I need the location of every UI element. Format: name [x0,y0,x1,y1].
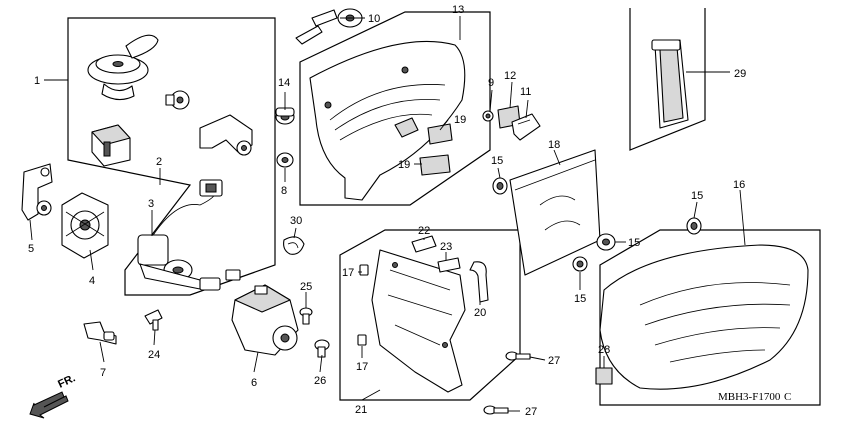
ignition-group-frame [67,17,276,296]
clip-11 [511,113,541,141]
bolt-25 [299,307,313,325]
battery-bracket [371,249,466,393]
callout-14: 14 [278,77,290,89]
diagram-code: MBH3-F1700 [718,391,781,403]
label-19-upper [427,123,453,145]
callout-26: 26 [314,375,326,387]
callout-labels: 1 2 3 4 5 6 7 8 9 10 11 12 13 14 15 15 1… [28,4,746,418]
clip-17-lower [357,334,367,346]
lock-bracket [199,114,253,156]
grommet-15-center [596,233,616,251]
front-direction-arrow-icon: FR. [29,372,77,419]
callout-15-left: 15 [491,155,503,167]
grommet-15-lower [572,256,588,272]
callout-24: 24 [148,349,160,361]
callout-15-lower: 15 [574,293,586,305]
clip-23 [437,257,461,273]
screw-24 [144,309,163,331]
grommet-15-left [492,177,508,195]
callout-25: 25 [300,281,312,293]
grommet-8 [276,152,294,168]
callout-30: 30 [290,215,302,227]
callout-15-center: 15 [628,237,640,249]
key-cylinder-small [165,90,190,110]
callout-18: 18 [548,139,560,151]
callout-7: 7 [100,367,106,379]
callout-29: 29 [734,68,746,80]
callout-27-lower: 27 [525,406,537,418]
callout-13: 13 [452,4,464,16]
callout-19-upper: 19 [454,114,466,126]
label-28 [595,367,613,385]
label-19-lower [419,154,451,176]
grommet-15-right [686,217,702,235]
clip-17-upper [359,264,369,276]
callout-6: 6 [251,377,257,389]
key-blank [83,321,117,345]
callout-4: 4 [89,275,95,287]
right-side-cover [599,244,809,390]
grommet-14 [275,107,295,125]
callout-27-upper: 27 [548,355,560,367]
callout-8: 8 [281,185,287,197]
callout-17-lower: 17 [356,361,368,373]
front-direction-label: FR. [56,372,77,390]
callout-28: 28 [598,344,610,356]
strap-group-frame [629,8,706,151]
clip-30 [283,236,305,255]
callout-10: 10 [368,13,380,25]
diagram-suffix: C [784,391,791,403]
callout-1: 1 [34,75,40,87]
callout-11: 11 [520,86,531,98]
pad-18 [509,149,601,276]
bolt-26 [314,339,330,358]
callout-5: 5 [28,243,34,255]
callout-2: 2 [156,156,162,168]
callout-20: 20 [474,307,486,319]
callout-17-upper: 17 [342,267,354,279]
callout-15-right: 15 [691,190,703,202]
hose-20 [469,261,489,303]
lock-housing-block [91,124,131,167]
key-set [295,8,363,45]
fuel-cap-assembly [87,34,159,101]
bolt-27-lower [483,405,509,415]
left-side-cover [309,40,466,201]
ignition-switch [137,179,241,291]
nut-9 [482,110,494,122]
callout-9: 9 [488,77,494,89]
leader-lines [29,16,746,412]
bolt-27-upper [505,351,531,361]
left-cover-group-frame [299,11,491,206]
callout-22: 22 [418,225,430,237]
callout-23: 23 [440,241,452,253]
actuator-unit [231,284,299,356]
bracket-plate [21,163,53,221]
callout-19-lower: 19 [398,159,410,171]
callout-16: 16 [733,179,745,191]
switch-cover [61,192,109,259]
clip-22 [411,235,437,253]
callout-3: 3 [148,198,154,210]
strap-29 [651,39,689,129]
callout-21: 21 [355,404,367,416]
callout-12: 12 [504,70,516,82]
